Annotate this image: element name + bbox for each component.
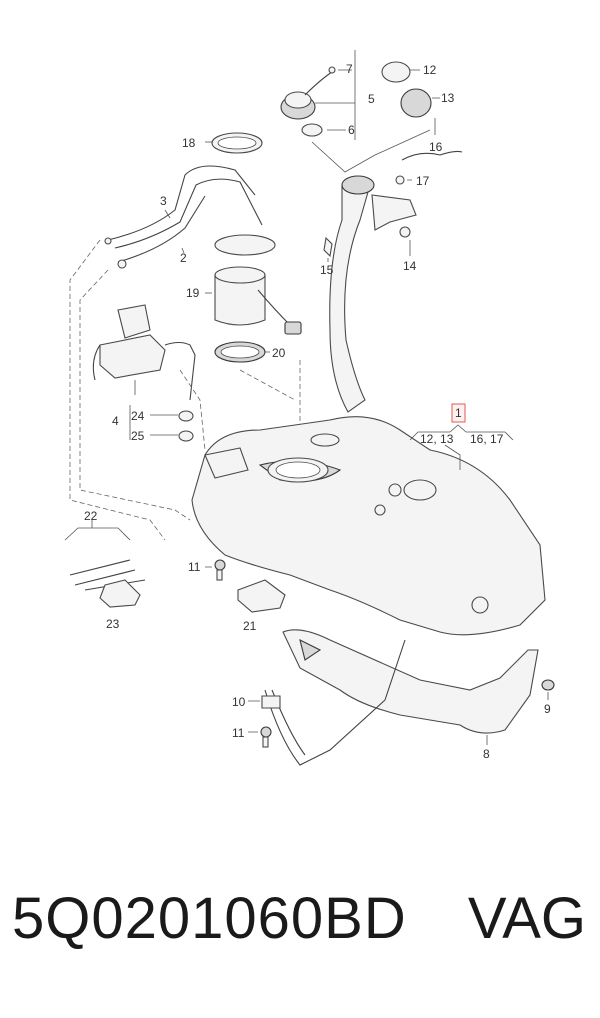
fuel-lines: [104, 165, 263, 269]
callout-5: 5: [368, 92, 375, 106]
callout-14: 14: [403, 259, 417, 273]
heat-shield: [264, 629, 555, 766]
fuel-pump-module: [205, 234, 302, 335]
callout-25: 25: [131, 429, 145, 443]
callout-15: 15: [320, 263, 334, 277]
fuel-tank: [191, 416, 546, 636]
callout-24: 24: [131, 409, 145, 423]
callout-4: 4: [112, 414, 119, 428]
seal-ring: [214, 341, 270, 363]
callout-13: 13: [441, 91, 455, 105]
callout-23: 23: [106, 617, 120, 631]
callout-11-upper: 11: [188, 560, 201, 574]
cap-and-seal: [381, 61, 440, 118]
callout-10: 10: [232, 695, 246, 709]
callout-16: 16: [429, 140, 443, 154]
callout-12: 12: [423, 63, 437, 77]
callout-17: 17: [416, 174, 430, 188]
callout-7: 7: [346, 62, 353, 76]
filler-neck: [311, 118, 463, 413]
bracket: [237, 579, 286, 613]
callout-20: 20: [272, 346, 286, 360]
callout-8: 8: [483, 747, 490, 761]
exploded-parts-diagram: 1 12, 13 16, 17 2 3 4 5 6 7 8 9 10 11 11…: [64, 50, 555, 766]
callout-1-sub-b: 16, 17: [470, 432, 504, 446]
callout-3: 3: [160, 194, 167, 208]
filler-cap-assembly: [280, 50, 356, 140]
callout-21: 21: [243, 619, 257, 633]
callout-9: 9: [544, 702, 551, 716]
callout-2: 2: [180, 251, 187, 265]
footer: 5Q0201060BD VAG: [0, 890, 600, 1000]
brand-label: VAG: [467, 886, 586, 951]
callout-labels: 1 12, 13 16, 17 2 3 4 5 6 7 8 9 10 11 11…: [84, 62, 551, 761]
callout-18: 18: [182, 136, 196, 150]
part-1-highlight: [451, 403, 466, 423]
callout-6: 6: [348, 123, 355, 137]
callout-19: 19: [186, 286, 200, 300]
callout-22: 22: [84, 509, 98, 523]
callout-11-lower: 11: [232, 726, 245, 740]
wiring-connectors: [64, 520, 146, 608]
bolts: [205, 559, 281, 748]
callout-1: 1: [455, 406, 462, 420]
canister-module: [92, 304, 196, 442]
part-number: 5Q0201060BD: [12, 886, 407, 951]
callout-1-sub-a: 12, 13: [420, 432, 454, 446]
lock-ring: [205, 132, 263, 154]
